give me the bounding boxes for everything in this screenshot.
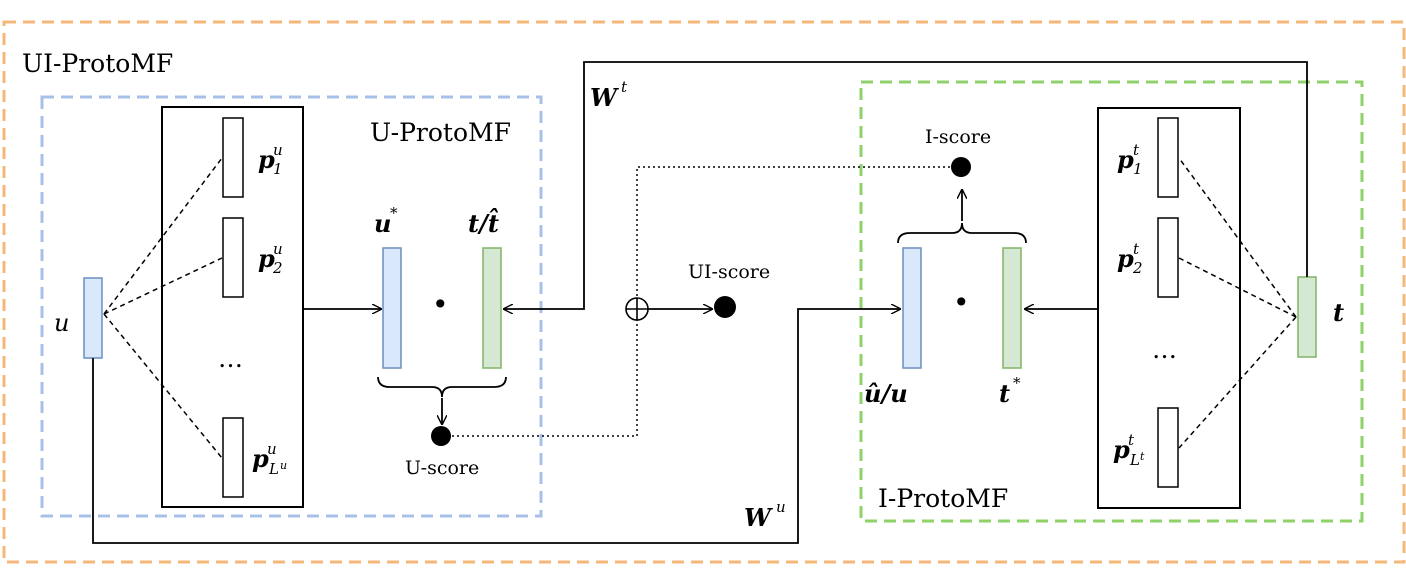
user-dot-product: •	[432, 288, 449, 321]
svg-text:*: *	[390, 204, 398, 222]
user-score-label: U-score	[405, 457, 479, 479]
user-star-vector	[382, 247, 402, 369]
svg-text:L: L	[268, 460, 279, 478]
item-side-user-vector	[902, 247, 922, 369]
user-prototype-1-label: p u 1	[258, 141, 283, 178]
user-input-label: u	[54, 309, 69, 337]
item-score-brace	[897, 222, 1027, 244]
user-prototype-l	[222, 417, 244, 498]
item-weight-label: W t	[590, 78, 628, 112]
item-score-link	[636, 166, 950, 298]
item-prototype-2-label: p t 2	[1117, 240, 1143, 277]
item-prototype-1-label: p t 1	[1117, 141, 1143, 178]
svg-text:1: 1	[1133, 160, 1143, 178]
i-protomf-title: I-ProtoMF	[878, 484, 1008, 513]
item-score-node	[951, 157, 971, 177]
user-weight-path	[92, 309, 900, 544]
item-prototype-box	[1097, 107, 1241, 509]
svg-text:t: t	[621, 78, 628, 96]
svg-text:u: u	[273, 141, 283, 159]
user-prototype-box	[161, 106, 304, 508]
svg-text:t: t	[1140, 450, 1145, 463]
user-item-vector	[482, 247, 502, 369]
item-score-label: I-score	[925, 126, 991, 148]
user-score-link	[452, 320, 638, 437]
item-prototype-l-label: p t L t	[1113, 431, 1145, 469]
svg-text:u: u	[776, 498, 786, 516]
svg-text:t: t	[1128, 431, 1135, 449]
ui-protomf-title: UI-ProtoMF	[22, 49, 173, 78]
ui-score-label: UI-score	[688, 261, 770, 283]
user-score-brace	[377, 376, 507, 398]
svg-text:u: u	[280, 459, 287, 472]
u-protomf-frame	[40, 95, 543, 518]
svg-text:t: t	[1133, 240, 1140, 258]
item-weight-path	[504, 61, 1308, 309]
svg-text:p: p	[252, 444, 269, 473]
item-input-vector	[1297, 276, 1317, 358]
user-prototype-2	[222, 217, 244, 298]
svg-text:p: p	[1113, 435, 1130, 464]
u-protomf-title: U-ProtoMF	[370, 118, 511, 147]
user-input-vector	[83, 277, 103, 359]
user-prototype-l-label: p u L u	[252, 440, 287, 478]
user-prototype-ellipsis: …	[218, 344, 243, 373]
svg-text:p: p	[258, 145, 275, 174]
svg-text:u: u	[273, 240, 283, 258]
svg-text:u: u	[374, 209, 391, 238]
svg-text:p: p	[258, 244, 275, 273]
item-side-user-vector-label: û/u	[864, 379, 908, 408]
item-star-label: t *	[999, 374, 1021, 408]
user-score-node	[431, 426, 451, 446]
user-star-label: u *	[374, 204, 398, 238]
item-prototype-2	[1157, 217, 1179, 298]
svg-text:u: u	[267, 440, 277, 458]
item-prototype-1	[1157, 117, 1179, 198]
svg-text:2: 2	[1132, 259, 1143, 277]
svg-text:*: *	[1013, 374, 1021, 392]
user-item-vector-label: t/t̂	[468, 208, 499, 238]
svg-text:W: W	[744, 503, 773, 532]
svg-text:1: 1	[273, 160, 283, 178]
user-prototype-links	[103, 157, 223, 459]
item-star-vector	[1002, 247, 1022, 369]
svg-text:2: 2	[272, 259, 283, 277]
i-protomf-frame	[859, 80, 1364, 523]
svg-text:t: t	[999, 379, 1010, 408]
item-input-label: t	[1333, 298, 1344, 327]
svg-text:L: L	[1129, 451, 1140, 469]
ui-protomf-frame	[2, 20, 1406, 564]
item-prototype-l	[1157, 407, 1179, 488]
svg-text:t: t	[1133, 141, 1140, 159]
svg-text:W: W	[590, 83, 619, 112]
item-prototype-links	[1178, 157, 1297, 449]
user-prototype-1	[222, 117, 244, 198]
item-dot-product: •	[953, 286, 970, 319]
ui-score-node	[714, 296, 736, 318]
item-prototype-ellipsis: …	[1152, 335, 1177, 364]
user-prototype-2-label: p u 2	[258, 240, 283, 277]
user-weight-label: W u	[744, 498, 786, 532]
svg-text:p: p	[1117, 145, 1134, 174]
svg-text:p: p	[1117, 244, 1134, 273]
